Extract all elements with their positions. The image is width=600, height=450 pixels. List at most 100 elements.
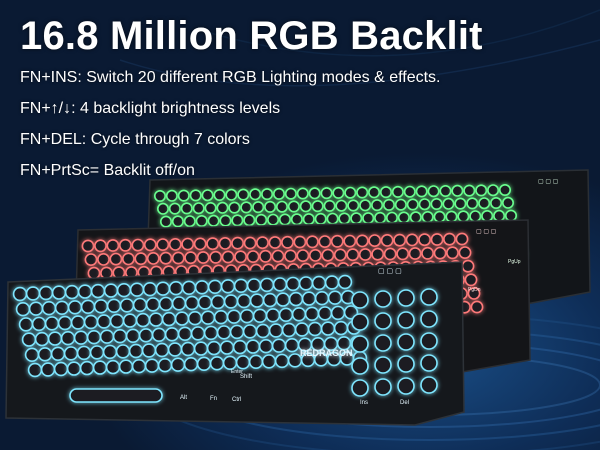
keycap-cyan [141, 343, 157, 358]
keycap-green [240, 201, 253, 214]
keycap-cyan [203, 325, 219, 341]
keys-cyan-backlit [12, 274, 438, 403]
keycap-green [403, 185, 416, 198]
keycap-red [268, 236, 282, 249]
keycap-cyan [171, 296, 187, 311]
keycap-cyan [73, 330, 89, 345]
keycap-green [385, 211, 398, 224]
keycap-green [168, 202, 181, 215]
keycap-green [350, 212, 363, 225]
keycap-cyan [229, 324, 245, 340]
brand-logo: REDRAGON [300, 348, 353, 358]
keycap-cyan [80, 299, 96, 314]
keycap-green [344, 186, 357, 199]
keycap-red [346, 248, 360, 262]
ins-key-legend: Ins [360, 400, 368, 406]
keycap-red [443, 232, 456, 246]
keycap-green [409, 211, 422, 224]
keycap-cyan [239, 309, 255, 324]
keycap-cyan [194, 280, 210, 295]
keycap-green [445, 210, 458, 223]
keycap-cyan [41, 301, 57, 316]
keycap-green [264, 200, 277, 213]
keycap-cyan [57, 315, 73, 331]
keycap-cyan [27, 362, 43, 378]
keycap-cyan [246, 278, 262, 293]
keycap-green [275, 200, 288, 213]
keycap-green [154, 190, 167, 203]
keycap-red [355, 234, 369, 248]
keycap-green [323, 199, 336, 212]
keycap-green [249, 188, 262, 201]
keycap-green [225, 188, 238, 201]
keycap-cyan [320, 321, 336, 336]
keycap-cyan [261, 354, 277, 369]
feature-brightness: FN+↑/↓: 4 backlight brightness levels [20, 100, 281, 117]
keycap-red [87, 266, 101, 280]
keycap-cyan [18, 317, 34, 332]
keycap-red [159, 251, 173, 265]
keycap-red [234, 250, 247, 264]
indicator-icons: ▢ ▢ ▢ [378, 268, 402, 275]
keycap-cyan [145, 297, 161, 312]
keycap-cyan [190, 326, 206, 341]
keycap-green [406, 198, 419, 211]
keycap-cyan [116, 283, 132, 298]
keycap-green [228, 201, 241, 214]
keycap-cyan [226, 309, 242, 324]
keycap-cyan [167, 342, 183, 357]
keycap-cyan [15, 302, 31, 317]
keycap-green [177, 189, 190, 202]
keycap-cyan [67, 300, 83, 315]
keycap-cyan [112, 329, 128, 344]
keycap-green [252, 201, 265, 214]
keycap-green [165, 189, 178, 202]
keycap-green [204, 202, 217, 215]
keycap-cyan [281, 322, 297, 338]
keycap-red [181, 237, 195, 251]
keycap-red [408, 247, 422, 260]
keycap-cyan [151, 327, 167, 342]
svg-text:▢ ▢ ▢: ▢ ▢ ▢ [538, 179, 559, 185]
numpad-keycap [374, 356, 392, 374]
keycap-green [267, 213, 280, 226]
keycap-cyan [245, 339, 261, 354]
keycap-green [171, 215, 184, 228]
keycap-green [356, 186, 369, 199]
keycap-green [359, 199, 372, 212]
keycap-cyan [168, 281, 184, 296]
keycap-red [143, 238, 157, 252]
keycap-red [281, 235, 294, 249]
keycap-cyan [53, 361, 69, 377]
keycap-green [439, 185, 452, 198]
keycap-cyan [252, 308, 268, 323]
keycap-cyan [44, 316, 60, 331]
keycap-green [487, 184, 500, 197]
keycap-red [106, 239, 120, 252]
numpad-keycap [397, 289, 415, 307]
keycap-green [335, 199, 348, 212]
keycap-red [231, 236, 244, 250]
keycap-red [218, 236, 232, 250]
keycap-green [368, 186, 381, 199]
keycap-cyan [135, 312, 151, 328]
keycap-red [470, 300, 484, 314]
keycap-cyan [275, 292, 291, 307]
keycap-cyan [115, 344, 131, 359]
keycap-green [278, 213, 291, 226]
keycap-cyan [105, 359, 121, 375]
numpad-keycap [420, 288, 438, 306]
keycap-cyan [219, 340, 235, 355]
keycap-cyan [102, 344, 118, 360]
keycap-cyan [76, 345, 92, 361]
feature-colors: FN+DEL: Cycle through 7 colors [20, 131, 250, 148]
keycap-cyan [223, 294, 239, 309]
ctrl-key-legend: Ctrl [232, 397, 241, 403]
keycap-red [318, 235, 332, 248]
keycap-cyan [271, 338, 287, 353]
numpad-keycap [397, 355, 415, 373]
keycap-green [299, 200, 312, 213]
keycap-green [466, 197, 479, 210]
keycap-green [243, 214, 256, 227]
keycap-cyan [129, 282, 145, 297]
